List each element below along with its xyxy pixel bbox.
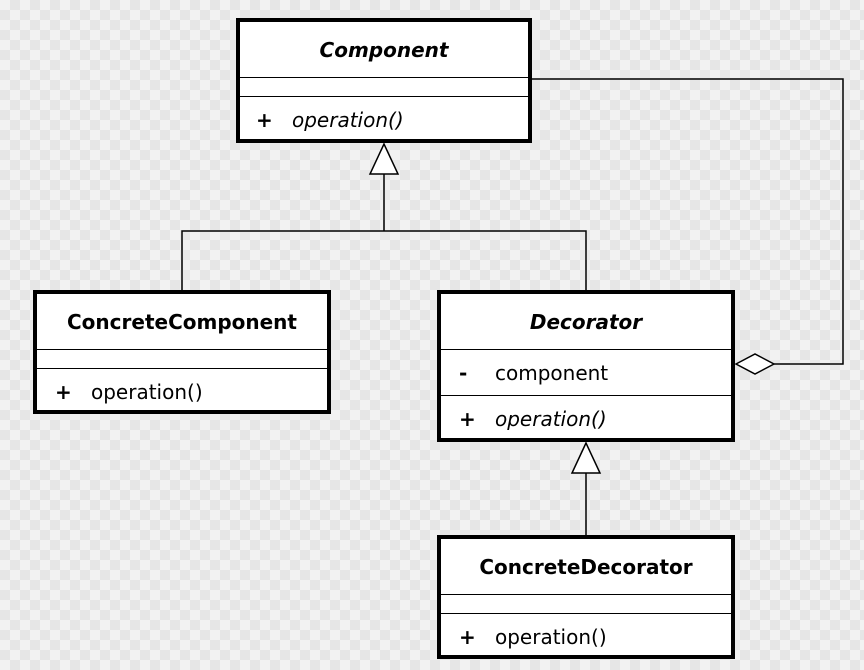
operation-section-component: + operation() xyxy=(240,97,528,143)
attribute-section-decorator: - component xyxy=(441,350,731,396)
operation-row: + operation() xyxy=(441,614,731,660)
class-concretecomponent[interactable]: ConcreteComponent + operation() xyxy=(33,290,331,414)
class-name-component: Component xyxy=(240,22,528,78)
attribute-row: - component xyxy=(441,350,731,395)
generalization-line-concretecomponent xyxy=(181,230,384,290)
generalization-arrowhead-component xyxy=(368,142,400,175)
operation-name: operation() xyxy=(91,380,203,404)
class-name-decorator: Decorator xyxy=(441,294,731,350)
operation-name: operation() xyxy=(292,108,404,132)
generalization-arrowhead-decorator xyxy=(570,441,602,474)
aggregation-line xyxy=(532,78,844,365)
class-concretedecorator[interactable]: ConcreteDecorator + operation() xyxy=(437,535,735,659)
generalization-line-decorator xyxy=(384,230,587,290)
operation-section-concretecomponent: + operation() xyxy=(37,369,327,415)
attribute-name: component xyxy=(495,360,609,385)
operation-name: operation() xyxy=(495,625,607,649)
visibility-marker: + xyxy=(55,380,72,404)
class-component[interactable]: Component + operation() xyxy=(236,18,532,143)
aggregation-diamond xyxy=(734,353,776,375)
visibility-marker: + xyxy=(459,406,476,431)
operation-name: operation() xyxy=(495,406,607,431)
attribute-section-concretedecorator xyxy=(441,595,731,614)
operation-section-decorator: + operation() xyxy=(441,396,731,441)
attribute-section-component xyxy=(240,78,528,97)
class-decorator[interactable]: Decorator - component + operation() xyxy=(437,290,735,442)
operation-row: + operation() xyxy=(240,97,528,143)
operation-row: + operation() xyxy=(37,369,327,415)
visibility-marker: + xyxy=(459,625,476,649)
visibility-marker: - xyxy=(459,360,468,385)
class-name-concretedecorator: ConcreteDecorator xyxy=(441,539,731,595)
operation-row: + operation() xyxy=(441,396,731,441)
attribute-section-concretecomponent xyxy=(37,350,327,369)
visibility-marker: + xyxy=(256,108,273,132)
operation-section-concretedecorator: + operation() xyxy=(441,614,731,660)
class-name-concretecomponent: ConcreteComponent xyxy=(37,294,327,350)
